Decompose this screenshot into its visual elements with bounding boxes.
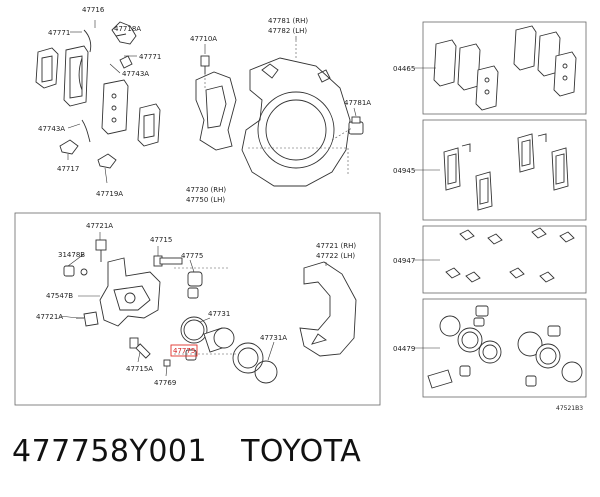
label-47781-rh: 47781 (RH) [268,17,308,25]
label-47719A: 47719A [96,190,123,198]
caliper-assembly-box [14,212,381,406]
label-47547B: 47547B [46,292,73,300]
brand-name: TOYOTA [241,434,362,469]
label-47721A-left: 47721A [36,313,63,321]
dust-shield-group [195,55,364,187]
label-47731: 47731 [208,310,230,318]
kit-04945-parts [443,133,569,211]
diagram-reference: 47521B3 [556,405,583,412]
part-number: 477758Y001 [12,434,208,469]
label-47721A-top: 47721A [86,222,113,230]
label-47775: 47775 [181,252,203,260]
label-47750-lh: 47750 (LH) [186,196,225,204]
label-47715: 47715 [150,236,172,244]
label-47771-right: 47771 [139,53,161,61]
label-47730-rh: 47730 (RH) [186,186,226,194]
label-47769: 47769 [154,379,176,387]
kit-box-04479 [422,298,587,398]
label-47716: 47716 [82,6,105,14]
label-04947: 04947 [393,257,415,265]
part-caption: 477758Y001 TOYOTA [12,434,361,469]
kit-box-04947 [422,225,587,294]
brake-pads-group [35,21,161,169]
label-47782-lh: 47782 (LH) [268,27,307,35]
kit-box-04945 [422,119,587,221]
highlighted-part-box [170,344,198,357]
label-47715A: 47715A [126,365,153,373]
label-47722-lh: 47722 (LH) [316,252,355,260]
label-47781A: 47781A [344,99,371,107]
label-47717: 47717 [57,165,79,173]
label-47743A-top: 47743A [122,70,149,78]
caliper-assembly [63,239,357,384]
label-47710A: 47710A [190,35,217,43]
label-47718A: 47718A [114,25,141,33]
kit-04479-parts [427,305,583,389]
label-47731A: 47731A [260,334,287,342]
label-04945: 04945 [393,167,415,175]
label-47721-rh: 47721 (RH) [316,242,356,250]
label-47775-highlighted: 47775 [173,347,195,355]
kit-04947-parts [445,227,575,283]
label-04479: 04479 [393,345,415,353]
label-31478B: 31478B [58,251,85,259]
label-04465: 04465 [393,65,415,73]
label-47771-left: 47771 [48,29,70,37]
kit-04465-parts [433,25,577,111]
label-47743A-left: 47743A [38,125,65,133]
